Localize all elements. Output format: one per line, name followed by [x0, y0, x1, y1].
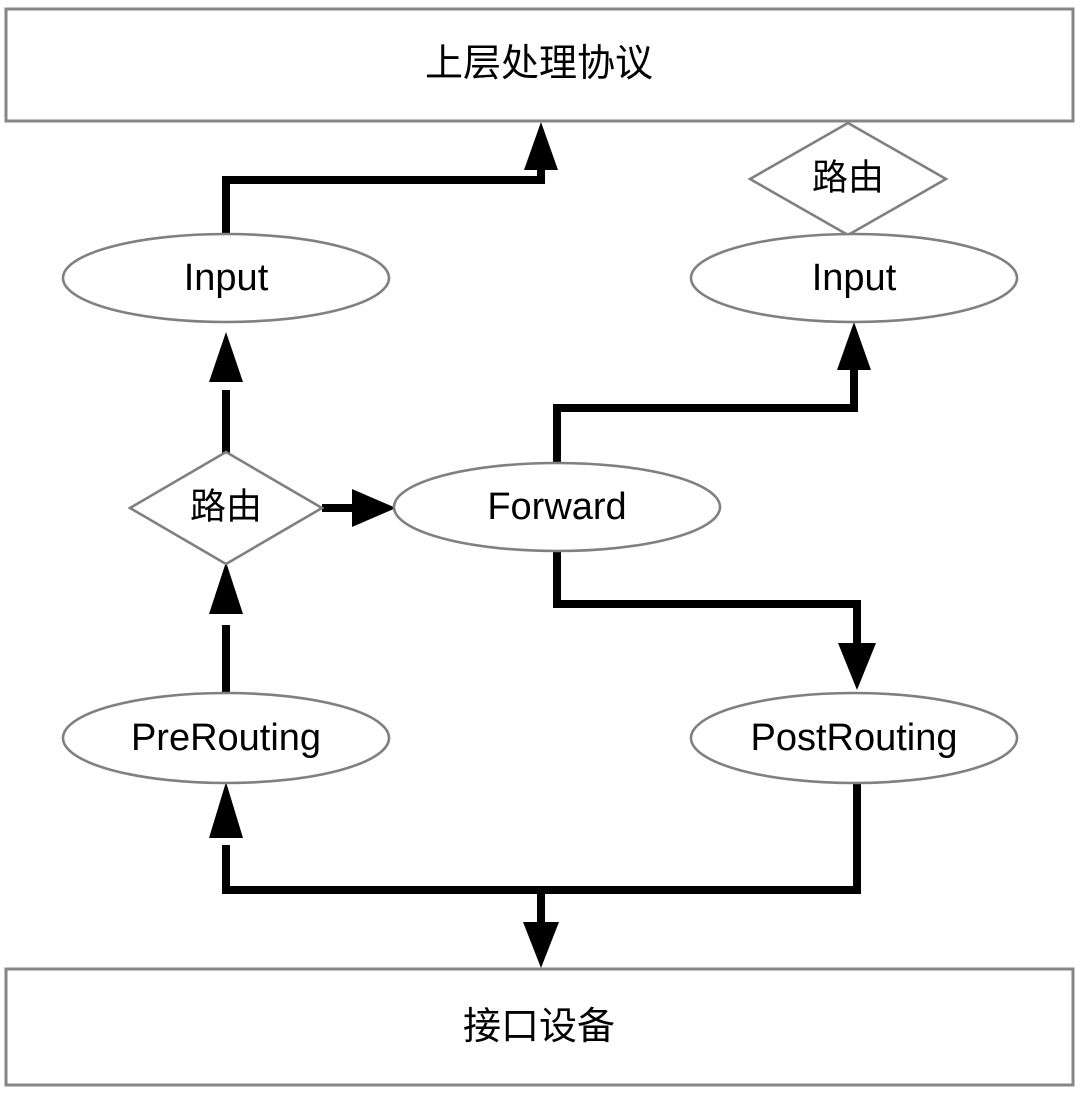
- ellipse-outline: [392, 461, 722, 553]
- edge-line: [222, 168, 545, 250]
- edge-forward-to-postrouting: [553, 508, 876, 690]
- route-mid-label: 路由: [190, 486, 262, 527]
- edge-prerouting-to-route-mid: [209, 562, 243, 700]
- node-prerouting[interactable]: PreRouting: [61, 691, 391, 785]
- edge-postrouting-to-interface-device: [222, 782, 861, 968]
- ellipse-outline: [689, 232, 1019, 324]
- edge-route-mid-to-input-left: [209, 332, 243, 455]
- edge-forward-to-input-right: [553, 322, 871, 508]
- node-input-left[interactable]: Input: [61, 232, 391, 324]
- box-outline: [4, 7, 1075, 123]
- arrowhead-up-icon: [209, 332, 243, 382]
- edge-line: [553, 368, 858, 508]
- upper-protocol-label: 上层处理协议: [425, 43, 653, 85]
- interface-device-label: 接口设备: [463, 1006, 615, 1048]
- node-upper-protocol-box[interactable]: 上层处理协议: [4, 7, 1075, 123]
- node-route-mid[interactable]: 路由: [127, 450, 325, 566]
- edge-line-bus: [222, 782, 861, 894]
- arrowhead-down-icon: [523, 922, 559, 968]
- ellipse-outline: [689, 691, 1019, 785]
- arrowhead-up-icon: [209, 782, 243, 838]
- prerouting-label: PreRouting: [131, 717, 321, 759]
- node-forward[interactable]: Forward: [392, 461, 722, 553]
- node-route-top[interactable]: 路由: [747, 121, 949, 237]
- diamond-outline: [127, 450, 325, 566]
- input-left-label: Input: [184, 257, 269, 299]
- arrowhead-up-icon: [524, 122, 558, 170]
- edge-interface-device-to-prerouting: [209, 782, 243, 890]
- edge-route-mid-to-forward: [322, 489, 396, 527]
- ellipse-outline: [61, 691, 391, 785]
- forward-label: Forward: [487, 486, 626, 528]
- edge-input-left-to-upper-protocol: [222, 122, 558, 250]
- input-right-label: Input: [812, 257, 897, 299]
- box-outline: [4, 967, 1075, 1087]
- ellipse-outline: [61, 232, 391, 324]
- postrouting-label: PostRouting: [750, 717, 957, 759]
- route-top-label: 路由: [812, 157, 884, 198]
- arrowhead-down-icon: [838, 643, 876, 690]
- node-interface-device-box[interactable]: 接口设备: [4, 967, 1075, 1087]
- arrowhead-up-icon: [209, 562, 243, 614]
- node-input-right[interactable]: Input: [689, 232, 1019, 324]
- arrowhead-up-icon: [837, 322, 871, 370]
- node-postrouting[interactable]: PostRouting: [689, 691, 1019, 785]
- edge-line: [553, 508, 861, 645]
- arrowhead-right-icon: [352, 489, 396, 527]
